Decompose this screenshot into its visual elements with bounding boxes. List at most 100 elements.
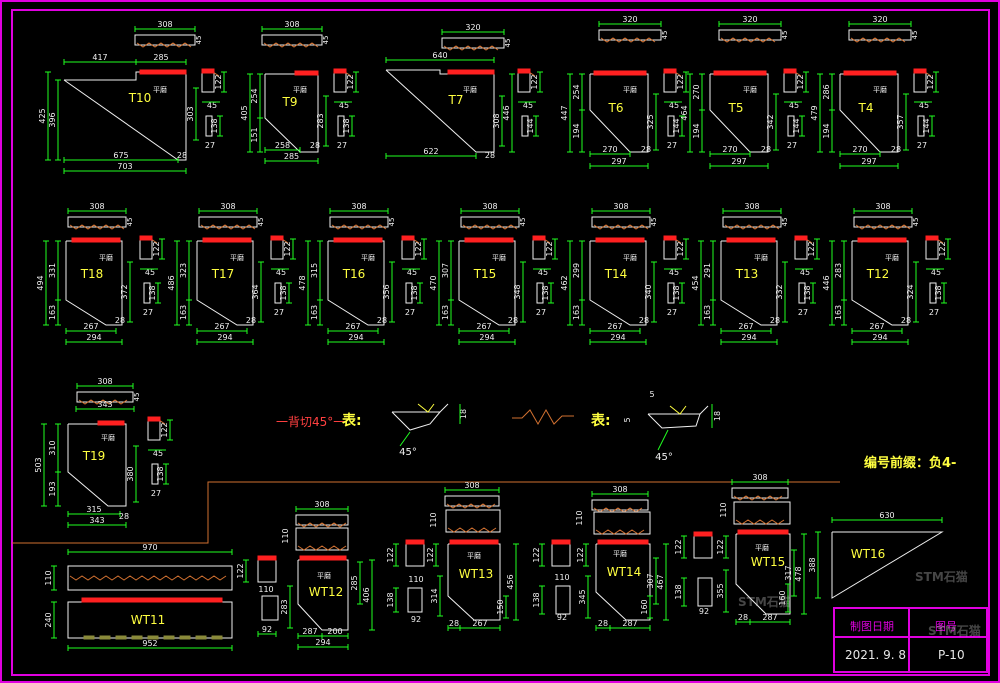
- piece-wt11-bottom-mark: [115, 635, 127, 640]
- title-block-row-divider: [833, 636, 986, 638]
- piece-t7-tail: 28: [485, 151, 495, 160]
- piece-t5-left-h3: 194: [692, 123, 701, 138]
- piece-wt11-red-edge: [81, 597, 223, 603]
- piece-wt13-s2: 110: [408, 575, 423, 584]
- piece-wt15-saw-block: [733, 501, 791, 525]
- piece-wt12-top-width: 308: [314, 500, 329, 509]
- piece-t15-id: T15: [473, 267, 497, 281]
- piece-wt11-id: WT11: [131, 613, 165, 627]
- piece-t17-sb: 27: [274, 308, 284, 317]
- piece-t16-left-h3: 163: [310, 305, 319, 320]
- piece-t17-sh: 138: [279, 285, 288, 300]
- piece-t5-top-strip: [718, 29, 782, 41]
- piece-t5-top-saw: [720, 37, 776, 43]
- piece-t9-red-top: [294, 70, 319, 76]
- piece-t17-top-height: 45: [257, 218, 265, 227]
- piece-t6-b2: 297: [611, 157, 626, 166]
- piece-wt14-s1: 138: [532, 592, 541, 607]
- piece-wt15-h5: 478: [794, 566, 803, 581]
- piece-t18-top-height: 45: [126, 218, 134, 227]
- piece-wt13-saw2: [447, 527, 497, 533]
- piece-t9-r1: 122: [346, 74, 355, 89]
- piece-t6-sw: 45: [669, 101, 679, 110]
- piece-t10-tail: 28: [177, 151, 187, 160]
- piece-t17-left-h2: 323: [179, 263, 188, 278]
- piece-t4-left-h: 479: [810, 105, 819, 120]
- piece-t12-small-rect: [929, 282, 937, 304]
- piece-wt11-h1: 110: [44, 570, 53, 585]
- piece-t19-red-top: [97, 420, 125, 426]
- piece-t14-b1: 267: [607, 322, 622, 331]
- piece-t5-r1: 122: [796, 74, 805, 89]
- piece-t12-flat: 平磨: [885, 253, 899, 262]
- piece-t19-mid-w: 343: [97, 400, 112, 409]
- piece-t19-sb: 27: [151, 489, 161, 498]
- piece-t17-side-red: [270, 235, 284, 241]
- piece-wt15-s2: 92: [699, 607, 709, 616]
- piece-wt14-h4: 307: [646, 573, 655, 588]
- piece-wt14-b1: 28: [598, 619, 608, 628]
- piece-wt14-top-saw: [593, 507, 643, 513]
- piece-t5-id: T5: [728, 101, 744, 115]
- piece-wt16-width: 630: [879, 511, 894, 520]
- piece-t19-top-height: 45: [133, 393, 141, 402]
- piece-t6-top-height: 45: [661, 31, 669, 40]
- piece-t13-r1: 122: [807, 241, 816, 256]
- piece-t14-top-width: 308: [613, 202, 628, 211]
- piece-t7-r2: 308: [492, 113, 501, 128]
- piece-t19-sh: 138: [156, 466, 165, 481]
- title-block: [833, 607, 988, 673]
- piece-t12-b2: 294: [872, 333, 887, 342]
- piece-wt14-small-rect: [555, 585, 571, 615]
- piece-t14-side-block: [663, 238, 677, 260]
- piece-t16-b2: 294: [348, 333, 363, 342]
- piece-t15-flat: 平磨: [492, 253, 506, 262]
- piece-t7-top-saw: [443, 45, 499, 51]
- piece-t10-top-height: 45: [195, 36, 203, 45]
- piece-t5-left-h2: 270: [692, 84, 701, 99]
- piece-wt13-s1: 138: [386, 592, 395, 607]
- piece-wt11-saw: [69, 575, 227, 581]
- number-prefix-note: 编号前缀：负4-: [864, 456, 957, 471]
- piece-wt13-top-h: 110: [429, 512, 438, 527]
- piece-t10-top-strip: [134, 34, 196, 46]
- piece-t18-outline: [65, 240, 123, 326]
- piece-t17-top-width: 308: [220, 202, 235, 211]
- piece-t4-r2: 357: [896, 114, 905, 129]
- legend-angle-leader-1: [399, 431, 411, 447]
- piece-t15-sb: 27: [536, 308, 546, 317]
- piece-t19-left-h3: 193: [48, 481, 57, 496]
- piece-t9-sh: 138: [342, 118, 351, 133]
- piece-t16-left-h: 478: [298, 275, 307, 290]
- piece-t13-red-top: [726, 237, 776, 243]
- piece-t4-sw: 45: [919, 101, 929, 110]
- piece-wt14-side-red: [551, 539, 571, 545]
- piece-t4-left-h2: 286: [822, 84, 831, 99]
- piece-t14-tail: 28: [639, 316, 649, 325]
- piece-t19-b1: 315: [86, 505, 101, 514]
- piece-t13-top-width: 308: [744, 202, 759, 211]
- piece-wt15-side-red: [693, 531, 713, 537]
- piece-t18-id: T18: [80, 267, 104, 281]
- piece-t12-r1: 122: [938, 241, 947, 256]
- piece-t16-side-red: [401, 235, 415, 241]
- piece-wt12-top-saw: [297, 522, 347, 528]
- piece-t13-left-h3: 163: [703, 305, 712, 320]
- piece-t9-id: T9: [282, 95, 298, 109]
- piece-t16-r2: 356: [382, 284, 391, 299]
- piece-t5-left-h: 464: [680, 105, 689, 120]
- piece-t6-r2: 325: [646, 114, 655, 129]
- piece-t14-side-red: [663, 235, 677, 241]
- piece-wt13-red-top: [449, 539, 499, 545]
- piece-t17-small-rect: [274, 282, 282, 304]
- piece-t14-b2: 294: [610, 333, 625, 342]
- piece-t14-sb: 27: [667, 308, 677, 317]
- piece-t15-red-top: [464, 237, 514, 243]
- piece-wt13-h3: 314: [430, 588, 439, 603]
- piece-t18-side-block: [139, 238, 153, 260]
- piece-t14-id: T14: [604, 267, 628, 281]
- piece-t9-left-h3: 151: [250, 127, 259, 142]
- piece-wt13-s3: 92: [411, 615, 421, 624]
- piece-wt12-saw2: [297, 545, 347, 551]
